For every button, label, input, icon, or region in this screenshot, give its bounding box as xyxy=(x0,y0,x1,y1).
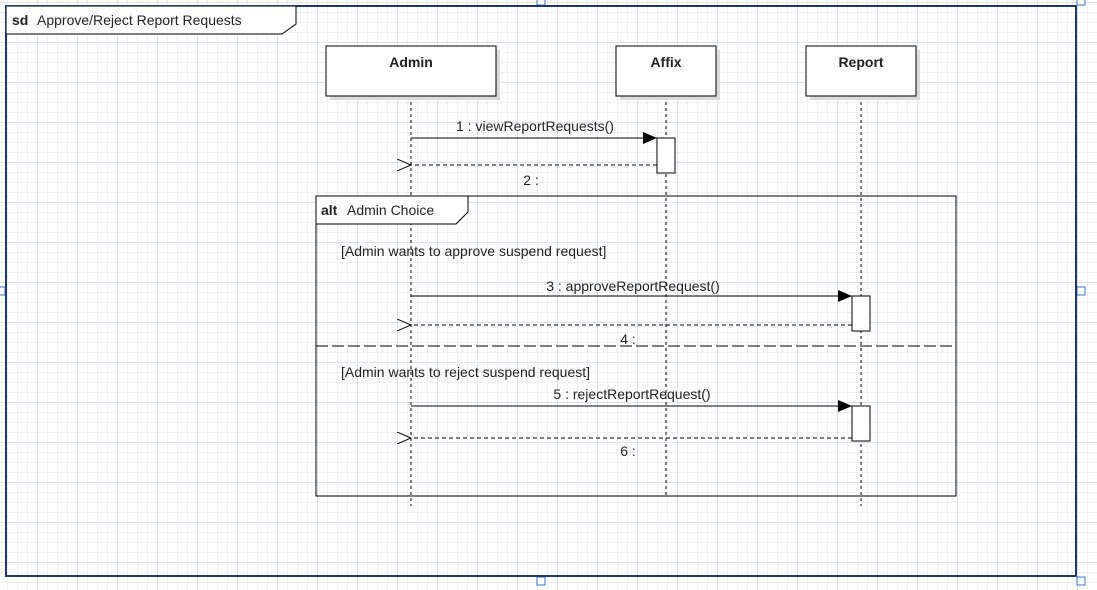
message-3-label: 3 : approveReportRequest() xyxy=(546,278,720,294)
activation-affix[interactable] xyxy=(656,137,676,174)
handle-middle-right[interactable] xyxy=(1076,286,1086,296)
message-4-return[interactable]: 4 : xyxy=(411,325,852,347)
handle-bottom-middle[interactable] xyxy=(536,576,546,586)
frame-keyword: sd xyxy=(12,12,28,28)
alt-guard-reject: [Admin wants to reject suspend request] xyxy=(341,364,590,380)
lifeline-report-name: Report xyxy=(838,54,883,70)
activation-report-approve[interactable] xyxy=(851,295,871,332)
handle-top-right[interactable] xyxy=(1076,0,1086,6)
message-1[interactable]: 1 : viewReportRequests() xyxy=(411,118,657,144)
lifeline-affix-name: Affix xyxy=(650,54,681,70)
message-6-return[interactable]: 6 : xyxy=(411,438,852,459)
frame-title: Approve/Reject Report Requests xyxy=(37,12,242,28)
handle-top-middle[interactable] xyxy=(536,0,546,6)
message-5[interactable]: 5 : rejectReportRequest() xyxy=(411,386,852,412)
alt-fragment[interactable]: alt Admin Choice [Admin wants to approve… xyxy=(315,195,957,497)
lifeline-admin[interactable]: Admin xyxy=(325,45,500,100)
handle-bottom-right[interactable] xyxy=(1076,576,1086,586)
lifeline-affix[interactable]: Affix xyxy=(615,45,720,100)
alt-title: Admin Choice xyxy=(347,202,434,218)
alt-keyword: alt xyxy=(321,202,338,218)
sequence-frame[interactable]: sd Approve/Reject Report Requests xyxy=(5,5,1077,577)
alt-fragment-label-tab xyxy=(315,195,469,225)
handle-middle-left[interactable] xyxy=(0,286,6,296)
alt-guard-approve: [Admin wants to approve suspend request] xyxy=(341,243,606,259)
message-3[interactable]: 3 : approveReportRequest() xyxy=(411,278,852,302)
message-6-label: 6 : xyxy=(620,443,636,459)
message-4-label: 4 : xyxy=(620,331,636,347)
lifeline-admin-name: Admin xyxy=(389,54,433,70)
frame-label-tab xyxy=(5,5,297,35)
message-5-label: 5 : rejectReportRequest() xyxy=(553,386,710,402)
lifeline-report[interactable]: Report xyxy=(805,45,920,100)
message-2-return[interactable]: 2 : xyxy=(411,165,657,188)
activation-report-reject[interactable] xyxy=(851,405,871,442)
message-2-label: 2 : xyxy=(523,172,539,188)
message-1-label: 1 : viewReportRequests() xyxy=(456,118,614,134)
